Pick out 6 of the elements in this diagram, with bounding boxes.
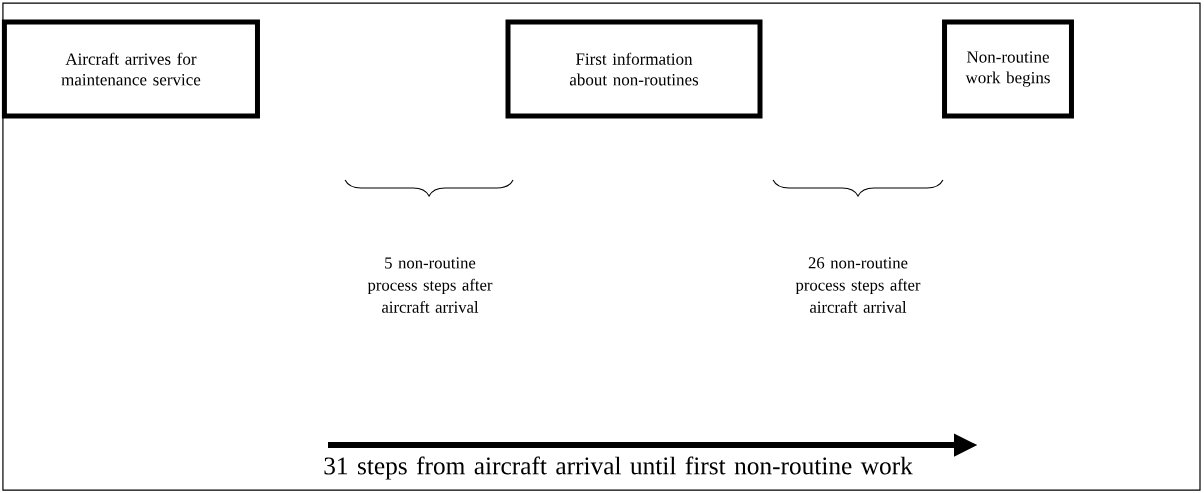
annotation-text: 31 steps from aircraft arrival until first non-routine work xyxy=(324,456,913,480)
process-box: First information about non-routines xyxy=(505,19,763,119)
process-box: Non-routine work begins xyxy=(942,19,1074,119)
annotation-text: 26 non-routine process steps after aircraft arrival xyxy=(795,257,921,313)
process-box: Aircraft arrives for maintenance service xyxy=(1,19,260,119)
annotation-text: 5 non-routine process steps after aircraft arrival xyxy=(367,257,493,313)
